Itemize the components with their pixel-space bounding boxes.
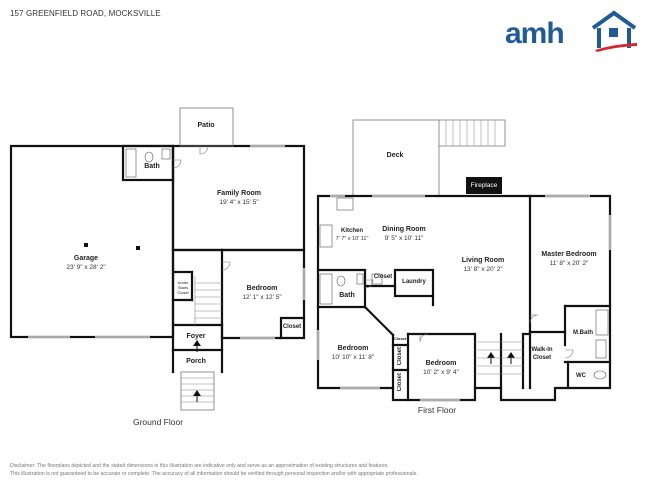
ground-closet-label: Closet [282,324,302,330]
logo-text: amh [505,17,565,50]
logo-house-icon [591,10,637,52]
fireplace: Fireplace [466,177,502,194]
first-bath-label: Bath [339,292,355,299]
property-address: 157 GREENFIELD ROAD, MOCKSVILLE [10,9,161,18]
laundry-label: Laundry [402,279,426,285]
small-closet-top-label: Closet [394,336,407,341]
disclaimer-line-1: Disclaimer: The floorplans depicted and … [10,463,389,469]
kitchen-label: Kitchen 7' 7" x 10' 11" [335,228,369,242]
ground-bath-walls [121,144,175,182]
ground-floor-title: Ground Floor [132,417,184,427]
family-room-label: Family Room 19' 4" x 15' 5" [217,190,261,206]
porch-label: Porch [186,358,206,365]
walk-in-closet-label: Walk-In Closet [531,347,553,361]
living-room-label: Living Room 13' 8" x 20' 2" [461,257,505,273]
disclaimer-line-2: This illustration is not guaranteed to b… [10,471,418,477]
ground-bath-label: Bath [144,163,160,170]
patio-label: Patio [197,122,215,129]
under-stairs-closet-label: Under Stairs Closet [177,280,189,295]
master-bath-label: M.Bath [573,330,593,336]
hall-closet-label: Closet [373,274,393,280]
small-closet-mid-label: Closet [397,347,403,366]
ground-bedroom-label: Bedroom 12' 1" x 12' 5" [242,285,282,301]
deck-label: Deck [386,152,404,159]
master-bedroom-label: Master Bedroom 11' 8" x 20' 2" [541,251,597,267]
foyer-label: Foyer [186,333,206,340]
first-bedroom-right-label: Bedroom 10' 2" x 9' 4" [423,360,459,376]
garage-label: Garage 23' 9" x 28' 2" [66,255,106,271]
dining-room-label: Dining Room 9' 5" x 10' 11" [382,226,426,242]
garage-walls [9,144,175,339]
wc-label: WC [576,373,586,379]
first-floor-title: First Floor [417,405,457,415]
amh-logo: amh [505,10,637,52]
first-bedroom-left-label: Bedroom 10' 10" x 11' 8" [331,345,375,361]
small-closet-bottom-label: Closet [397,373,403,392]
